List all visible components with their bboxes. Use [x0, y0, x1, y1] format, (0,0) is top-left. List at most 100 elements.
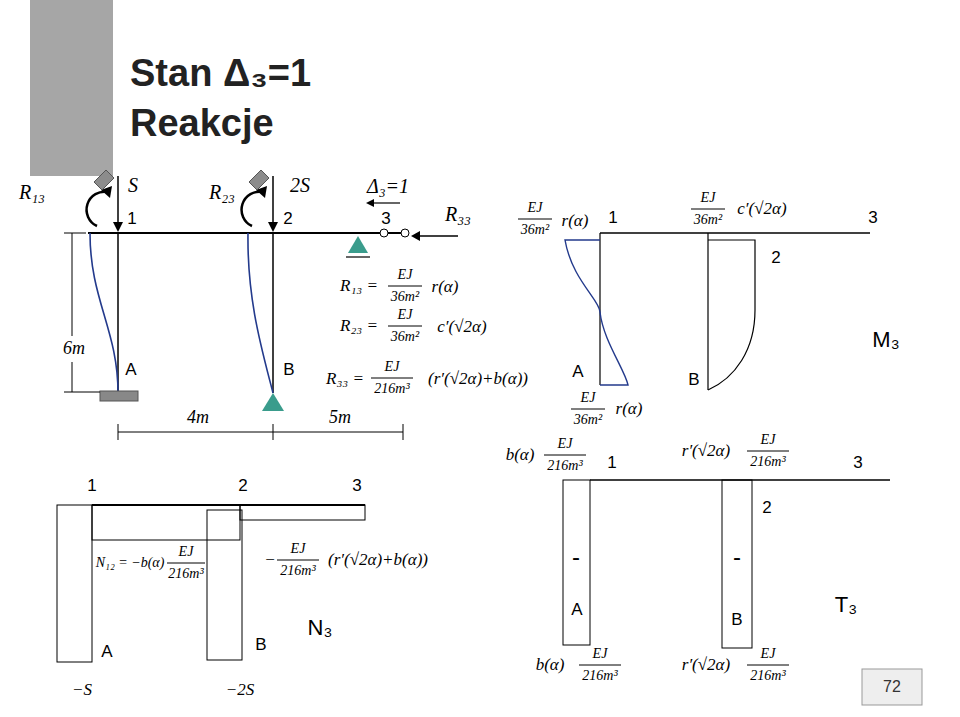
fraction-bar: [691, 209, 725, 210]
corner-block: [30, 0, 113, 176]
formula-term: −: [264, 551, 275, 570]
fraction-bar: [571, 409, 605, 410]
fraction-part: 216m³: [280, 563, 315, 578]
formula-term: b(α): [506, 446, 535, 465]
dimension-label: 6m: [63, 339, 85, 359]
page-number: 72: [883, 678, 901, 696]
moment-arrow: [87, 192, 108, 226]
force-label: R₃₃: [445, 203, 471, 225]
fraction-part: 36m²: [694, 212, 722, 227]
moment-arrow: [242, 192, 263, 226]
point-label: 1: [608, 209, 617, 228]
arrow-head: [113, 222, 123, 232]
fraction-part: EJ: [701, 190, 716, 205]
fraction-part: 36m²: [391, 329, 419, 344]
fraction-part: EJ: [761, 432, 776, 447]
beam: [88, 232, 406, 234]
formula-term: R₂₃ =: [340, 317, 378, 336]
fraction-part: EJ: [385, 359, 400, 374]
moment-diagram: [565, 240, 628, 385]
formula-term: r(α): [616, 400, 643, 419]
fraction-bar: [167, 563, 205, 564]
dimension-label: 4m: [187, 408, 209, 428]
formula-term: b(α): [536, 656, 565, 675]
formula-term: r′(√2α): [682, 656, 730, 675]
fraction-part: EJ: [558, 436, 573, 451]
fraction-part: EJ: [398, 267, 413, 282]
pin-support: [262, 393, 284, 411]
displacement-arrow: [372, 202, 400, 203]
shear-diagram: [722, 480, 752, 648]
slide-title: Stan Δ₃=1 Reakcje: [130, 48, 360, 148]
fraction-part: EJ: [291, 541, 306, 556]
fraction-bar: [388, 286, 422, 287]
point-label: 2: [283, 210, 292, 229]
load-arrow: [272, 176, 274, 224]
column: [707, 233, 708, 390]
roller-support: [348, 236, 368, 253]
clamp-symbol: [94, 170, 114, 190]
formula-term: −S: [72, 681, 92, 700]
point-label: A: [101, 643, 112, 662]
fraction-part: 216m³: [750, 668, 785, 683]
fraction-part: EJ: [179, 544, 194, 559]
point-label: 1: [87, 477, 96, 496]
point-label: 3: [381, 210, 390, 229]
point-label: A: [572, 363, 583, 382]
hinge: [401, 229, 409, 237]
fraction-part: 36m²: [391, 289, 419, 304]
formula-term: N₁₂ = −b(α): [96, 555, 165, 570]
formula-term: c′(√2α): [437, 318, 486, 337]
formula-term: (r′(√2α)+b(α)): [428, 370, 528, 389]
point-label: 3: [853, 454, 862, 473]
dimension-tick: [403, 424, 404, 440]
fixed-support: [100, 391, 138, 401]
point-label: 1: [127, 210, 136, 229]
dimension-tick: [118, 424, 119, 440]
force-label: R₁₃: [19, 181, 45, 203]
point-label: B: [688, 371, 699, 390]
clamp-symbol: [249, 170, 269, 190]
load-arrow: [117, 176, 119, 224]
point-label: B: [731, 611, 742, 630]
fraction-part: EJ: [398, 307, 413, 322]
sign-label: -: [733, 544, 741, 570]
formula-term: r′(√2α): [682, 442, 730, 461]
beam: [92, 504, 365, 506]
fraction-part: 216m³: [547, 458, 582, 473]
formula-term: r(α): [432, 278, 459, 297]
diagram-name: N₃: [308, 616, 333, 640]
normal-force-diagram: [207, 510, 242, 660]
point-label: B: [283, 361, 294, 380]
column: [117, 233, 119, 393]
fraction-part: EJ: [761, 646, 776, 661]
dimension-label: 5m: [329, 408, 351, 428]
fraction-bar: [277, 560, 319, 561]
column: [272, 233, 274, 393]
formula-term: R₃₃ =: [326, 370, 364, 389]
point-label: 2: [238, 477, 247, 496]
fraction-part: 216m³: [374, 381, 409, 396]
fraction-bar: [388, 326, 422, 327]
formula-term: −2S: [226, 681, 254, 700]
fraction-bar: [747, 665, 789, 666]
beam: [600, 232, 870, 234]
force-label: Δ₃=1: [367, 175, 409, 197]
formula-term: R₁₃ =: [340, 277, 378, 296]
fraction-part: EJ: [581, 390, 596, 405]
diagram-name: M₃: [872, 328, 899, 352]
dimension-tick: [64, 233, 86, 234]
arrow-head: [411, 231, 420, 241]
deflection-curve: [248, 233, 273, 393]
point-label: A: [571, 601, 582, 620]
fraction-bar: [371, 378, 413, 379]
normal-force-diagram: [240, 505, 365, 520]
deflection-curve: [90, 233, 118, 393]
fraction-part: 216m³: [168, 566, 203, 581]
dimension-line: [72, 362, 73, 392]
dimension-line: [118, 432, 403, 433]
roller-base: [346, 256, 370, 257]
point-label: 2: [762, 499, 771, 518]
arrow-head: [268, 222, 278, 232]
force-label: S: [128, 174, 138, 196]
